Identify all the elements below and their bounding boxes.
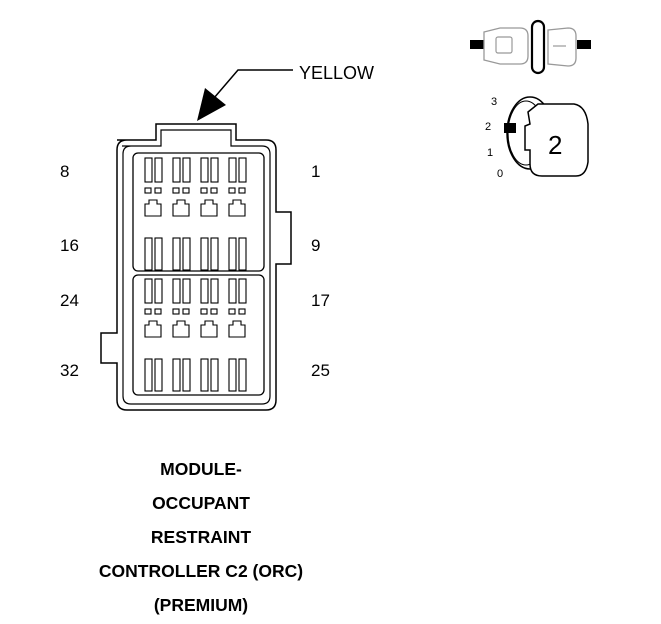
terminal-latch [182, 308, 190, 315]
terminal-slot [210, 278, 219, 304]
position-label-0: 0 [497, 168, 504, 180]
terminal-slot [200, 358, 209, 392]
terminal-slot [228, 157, 237, 183]
terminal-lock [228, 199, 246, 217]
position-key-icon [504, 96, 589, 177]
terminal-latch [238, 308, 246, 315]
terminal-slot [200, 237, 209, 271]
terminal-slot [200, 157, 209, 183]
terminal-slot [182, 278, 191, 304]
position-label-3: 3 [491, 96, 498, 108]
terminal-slot [144, 237, 153, 271]
terminal-slot [144, 358, 153, 392]
terminal-slot [172, 157, 181, 183]
terminal-slot [182, 157, 191, 183]
terminal-latch [228, 187, 236, 194]
terminal-slot [154, 278, 163, 304]
terminal-slot [210, 157, 219, 183]
connector-caption: MODULE- OCCUPANT RESTRAINT CONTROLLER C2… [60, 452, 342, 622]
terminal-lock [200, 320, 218, 338]
terminal-latch [200, 308, 208, 315]
caption-line-4: CONTROLLER C2 (ORC) [98, 561, 304, 581]
terminal-cavities [144, 157, 247, 392]
position-label-2: 2 [485, 121, 492, 133]
pin-label-9: 9 [311, 236, 321, 255]
terminal-latch [154, 187, 162, 194]
terminal-slot [144, 278, 153, 304]
pin-label-17: 17 [311, 291, 330, 310]
terminal-slot [182, 237, 191, 271]
pin-label-25: 25 [311, 361, 330, 380]
terminal-latch [182, 187, 190, 194]
terminal-latch [238, 187, 246, 194]
terminal-latch [210, 308, 218, 315]
pin-label-1: 1 [311, 162, 321, 181]
position-label-1: 1 [487, 147, 494, 159]
terminal-latch [172, 187, 180, 194]
terminal-slot [210, 358, 219, 392]
terminal-slot [238, 278, 247, 304]
terminal-slot [238, 157, 247, 183]
wire-color-leader-line [213, 69, 293, 99]
terminal-slot [144, 157, 153, 183]
pin-label-8: 8 [60, 162, 70, 181]
terminal-slot [238, 237, 247, 271]
terminal-latch [228, 308, 236, 315]
wire-color-label: YELLOW [299, 63, 375, 83]
terminal-latch [144, 187, 152, 194]
terminal-slot [228, 237, 237, 271]
terminal-slot [238, 358, 247, 392]
terminal-slot [228, 358, 237, 392]
terminal-slot [172, 358, 181, 392]
terminal-slot [154, 237, 163, 271]
terminal-lock [144, 199, 162, 217]
connector-housing-inner-outline [122, 129, 271, 405]
caption-line-1: MODULE- [160, 459, 242, 479]
caption-line-3: RESTRAINT [150, 527, 252, 547]
terminal-lock [228, 320, 246, 338]
terminal-slot [172, 278, 181, 304]
terminal-slot [200, 278, 209, 304]
lower-cavity-block [132, 274, 265, 396]
terminal-lock [200, 199, 218, 217]
terminal-latch [144, 308, 152, 315]
terminal-slot [172, 237, 181, 271]
pin-label-16: 16 [60, 236, 79, 255]
caption-line-5: (PREMIUM) [153, 595, 249, 615]
terminal-latch [154, 308, 162, 315]
connector-housing-outline [100, 123, 292, 411]
terminal-lock [172, 320, 190, 338]
terminal-slot [182, 358, 191, 392]
pin-label-24: 24 [60, 291, 79, 310]
terminal-slot [154, 358, 163, 392]
terminal-latch [210, 187, 218, 194]
pin-label-32: 32 [60, 361, 79, 380]
terminal-slot [154, 157, 163, 183]
terminal-lock [172, 199, 190, 217]
caption-line-2: OCCUPANT [152, 493, 250, 513]
upper-cavity-block [132, 152, 265, 272]
wire-color-arrowhead [197, 88, 226, 121]
terminal-latch [200, 187, 208, 194]
key-number: 2 [548, 130, 563, 160]
terminal-slot [228, 278, 237, 304]
connector-view-icon [470, 19, 591, 75]
terminal-lock [144, 320, 162, 338]
terminal-latch [172, 308, 180, 315]
terminal-slot [210, 237, 219, 271]
